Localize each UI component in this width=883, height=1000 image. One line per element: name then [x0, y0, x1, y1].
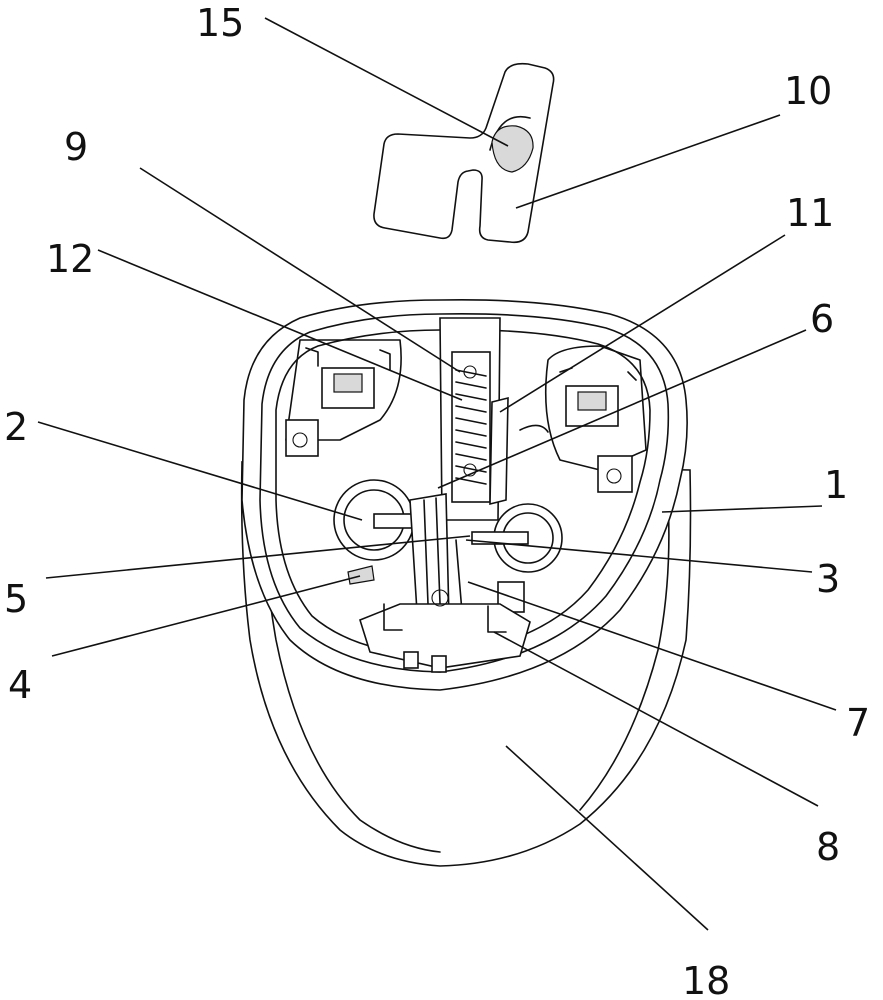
callout-2: 2: [4, 405, 28, 449]
callout-9: 9: [64, 125, 88, 169]
callout-8: 8: [816, 825, 840, 869]
callout-18: 18: [682, 959, 730, 1000]
callout-6: 6: [810, 297, 834, 341]
callout-10: 10: [784, 69, 832, 113]
callout-11: 11: [786, 191, 834, 235]
leader-10: [516, 115, 780, 208]
callout-5: 5: [4, 577, 28, 621]
callout-7: 7: [846, 701, 870, 745]
callout-15: 15: [196, 1, 244, 45]
leader-15: [265, 18, 508, 146]
callout-4: 4: [8, 663, 32, 707]
callout-1: 1: [824, 463, 848, 507]
callout-3: 3: [816, 557, 840, 601]
callout-12: 12: [46, 237, 94, 281]
